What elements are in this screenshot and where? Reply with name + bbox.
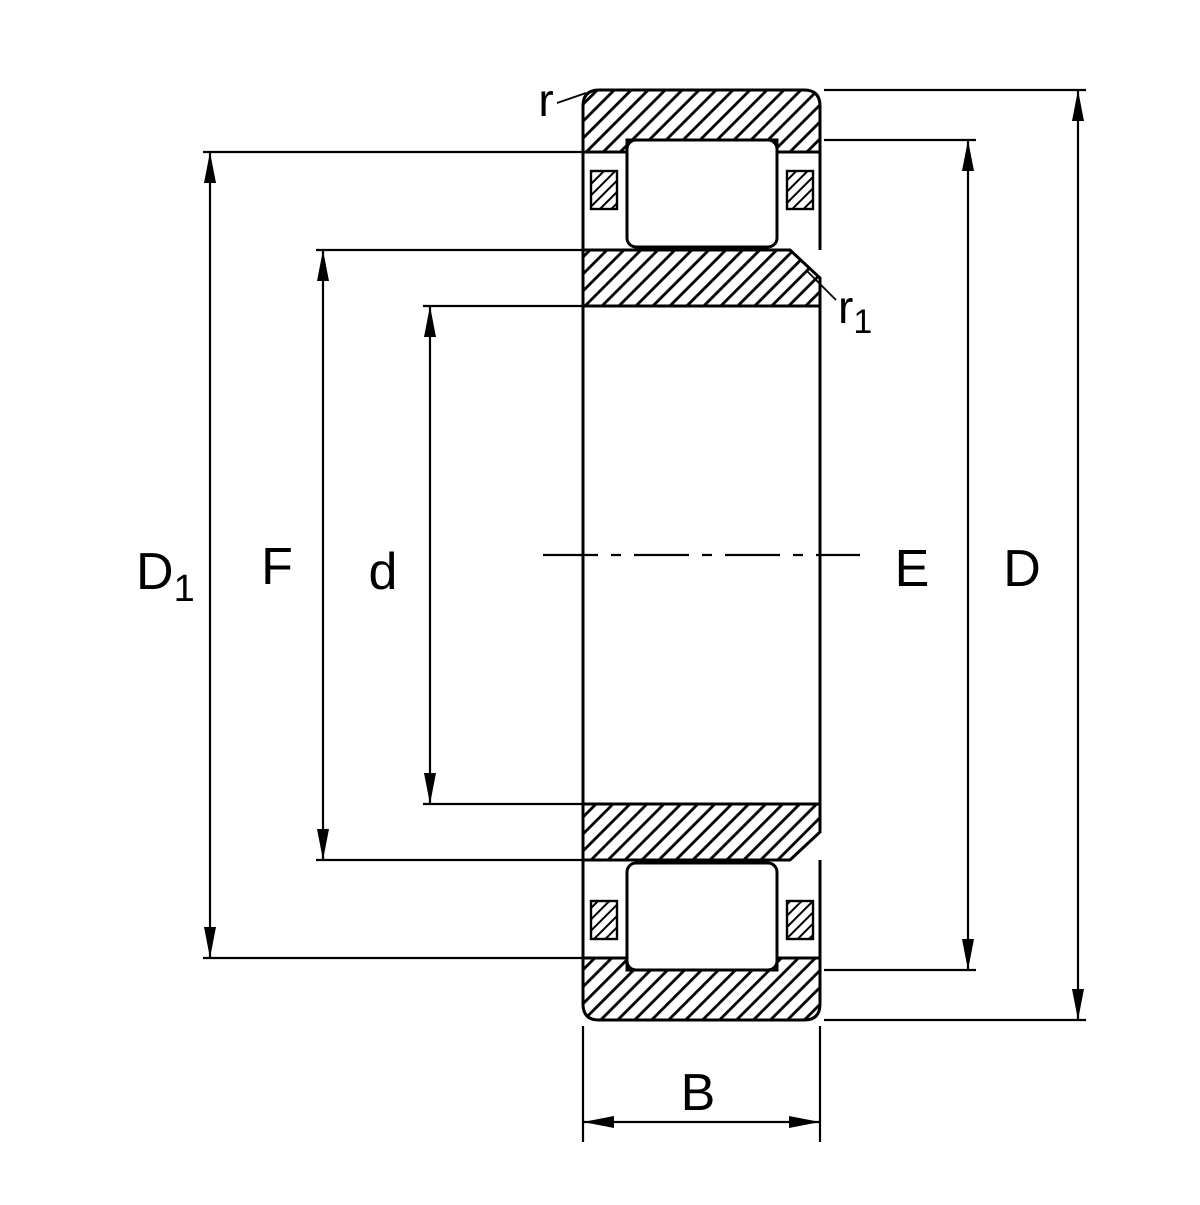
r1-leader-line	[805, 269, 837, 301]
label-r1: r1	[838, 281, 872, 341]
cage-bottom-right	[785, 899, 815, 941]
inner-ring-top-section	[581, 248, 822, 308]
dimension-labels: D1 F d E D B r r1	[136, 74, 1041, 1122]
label-e: E	[895, 540, 930, 598]
label-d-outer: D	[1003, 540, 1041, 598]
dimensions	[203, 88, 1086, 1142]
r-leader-line	[556, 92, 587, 104]
roller-bottom	[625, 861, 779, 972]
cage-top-left	[589, 169, 619, 211]
inner-ring-bottom-section	[581, 802, 822, 862]
cage-top-right	[785, 169, 815, 211]
label-f: F	[261, 538, 293, 596]
roller-top	[625, 138, 779, 249]
cage-bottom-left	[589, 899, 619, 941]
label-d1: D1	[136, 543, 195, 610]
outer-ring-top-section	[581, 88, 822, 154]
label-r: r	[538, 74, 553, 126]
label-b: B	[681, 1064, 716, 1122]
outer-ring-bottom-section	[581, 956, 822, 1022]
label-d: d	[369, 543, 398, 601]
bearing-geometry	[543, 88, 860, 1022]
